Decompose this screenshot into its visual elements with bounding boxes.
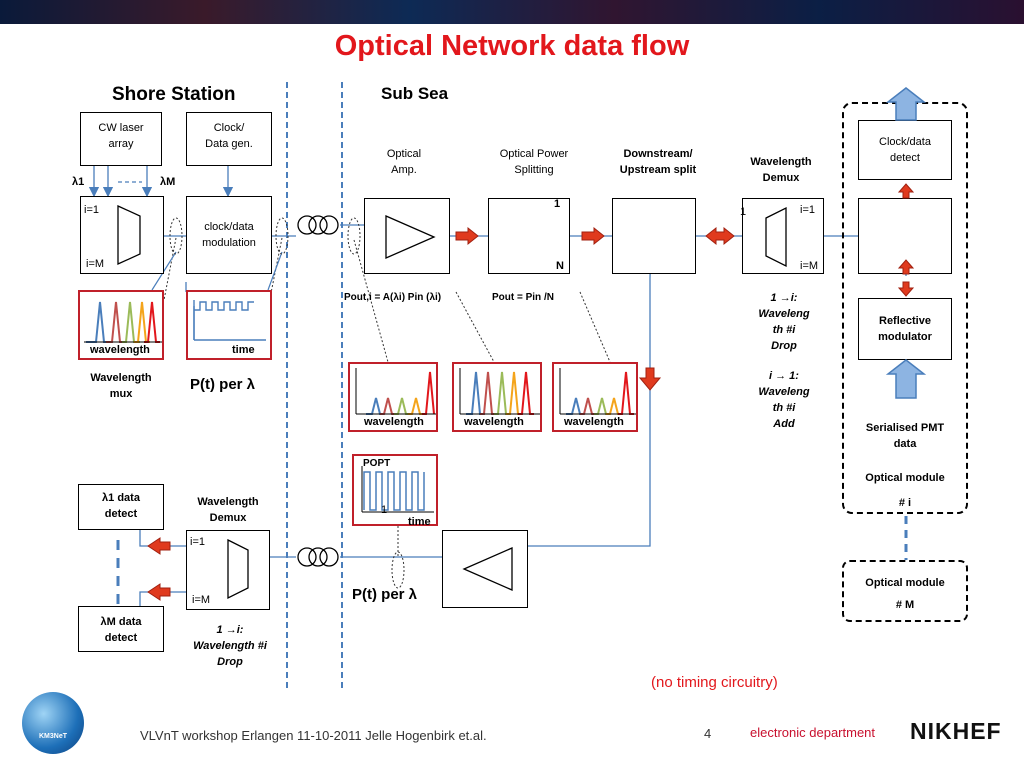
spectrum-split-xlabel: wavelength [464, 416, 524, 428]
return-amplifier-symbol [462, 547, 513, 591]
shore-spectrum-xlabel: wavelength [90, 344, 150, 356]
return-demux-caption: Wavelength Demux [197, 496, 259, 524]
pout-split-formula: Pout = Pin /N [492, 292, 554, 303]
reflective-modulator-box [858, 298, 952, 360]
wavelength-mux-caption: Wavelength mux [90, 372, 152, 400]
page-number: 4 [704, 726, 712, 741]
mux-i1-label: i=1 [84, 204, 99, 216]
shore-spectrum-peaks [84, 301, 162, 343]
clock-data-gen-box [186, 112, 272, 166]
mux-iM-label: i=M [86, 258, 105, 270]
shore-pt-per-lambda: P(t) per λ [190, 376, 256, 393]
clock-data-detect-label: Clock/data detect [879, 136, 931, 164]
shore-subsea-separator-right [341, 82, 343, 688]
power-splitting-caption: Optical Power Splitting [499, 148, 569, 176]
popt-ylabel: POPT [363, 458, 391, 469]
popt-waveform [361, 466, 434, 513]
shore-station-heading: Shore Station [112, 84, 236, 105]
demux-symbol [765, 206, 787, 268]
spectrum-amp-xlabel: wavelength [364, 416, 424, 428]
spectrum-peaks-split [459, 368, 540, 415]
spectrum-dsus-xlabel: wavelength [564, 416, 624, 428]
page-title: Optical Network data flow [334, 30, 690, 62]
power-splitting-box [488, 198, 570, 274]
optical-module-i-label: Optical module # i [865, 472, 945, 509]
lambda1-detect-label: λ1 data detect [102, 492, 140, 520]
subsea-heading: Sub Sea [381, 84, 449, 103]
header-banner [0, 0, 1024, 24]
ds-us-split-box [612, 198, 696, 274]
popt-time-plot [352, 454, 438, 526]
cw-laser-array-label: CW laser array [98, 122, 144, 150]
lambda-m-label: λM [160, 176, 176, 188]
clock-data-detect-box [858, 120, 952, 180]
amplifier-symbol [385, 215, 436, 259]
demux-i1-label: i=1 [800, 204, 815, 216]
splitter-n-label: N [556, 260, 564, 272]
clock-data-gen-label: Clock/ Data gen. [205, 122, 253, 150]
lambda-1-label: λ1 [72, 176, 85, 188]
nikhef-logo: NIKHEF [910, 718, 1002, 744]
km3net-logo [22, 692, 84, 754]
popt-one-label: 1 [381, 504, 388, 516]
lambdaM-detect-label: λM data detect [100, 616, 142, 644]
footer-citation: VLVnT workshop Erlangen 11-10-2011 Jelle… [140, 728, 487, 743]
ds-us-split-caption: Downstream/ Upstream split [619, 148, 697, 176]
lambda1-detect-box [78, 484, 164, 530]
spectrum-plot-dsus [552, 362, 638, 432]
return-demux-i1: i=1 [190, 536, 205, 548]
department-label: electronic department [750, 725, 876, 740]
spectrum-plot-amp [348, 362, 438, 432]
mux-symbol [117, 204, 141, 266]
clock-data-modulation-box [186, 196, 272, 274]
wavelength-demux-caption: Wavelength Demux [750, 156, 812, 184]
spectrum-plot-split [452, 362, 542, 432]
shore-time-xlabel: time [232, 344, 255, 356]
optical-amp-caption: Optical Amp. [386, 148, 422, 176]
popt-time-label: time [408, 516, 431, 528]
no-timing-note: (no timing circuitry) [651, 674, 778, 691]
demux-drop-text: 1 →i: Waveleng th #i Drop [758, 292, 810, 352]
subsea-pt-per-lambda: P(t) per λ [352, 586, 418, 603]
demux-add-text: i → 1: Waveleng th #i Add [758, 370, 810, 430]
return-demux-symbol [227, 538, 249, 600]
spectrum-peaks-dsus [559, 368, 636, 415]
spectrum-peaks-amp [355, 368, 436, 415]
optical-module-m-label: Optical module # M [865, 577, 945, 611]
splitter-1-label: 1 [554, 198, 561, 210]
pout-amp-formula: Pout,i = A(λi) Pin (λi) [344, 292, 442, 303]
up-arrow-icon [885, 87, 927, 399]
optical-module-m-frame [842, 560, 968, 622]
demux-iM-label: i=M [800, 260, 819, 272]
clock-data-modulation-label: clock/data modulation [202, 221, 256, 249]
shore-time-waveform [193, 300, 266, 341]
cw-laser-array-box [80, 112, 162, 166]
serialised-pmt-label: Serialised PMT data [865, 422, 945, 450]
return-drop-text: 1 →i: Wavelength #i Drop [193, 624, 267, 668]
lambdaM-detect-box [78, 606, 164, 652]
demux-1-label: 1 [740, 206, 747, 218]
shore-subsea-separator-left [286, 82, 288, 688]
return-demux-iM: i=M [192, 594, 211, 606]
reflective-modulator-label: Reflective modulator [878, 315, 932, 343]
km3net-logo-text: KM3NeT [38, 733, 67, 740]
